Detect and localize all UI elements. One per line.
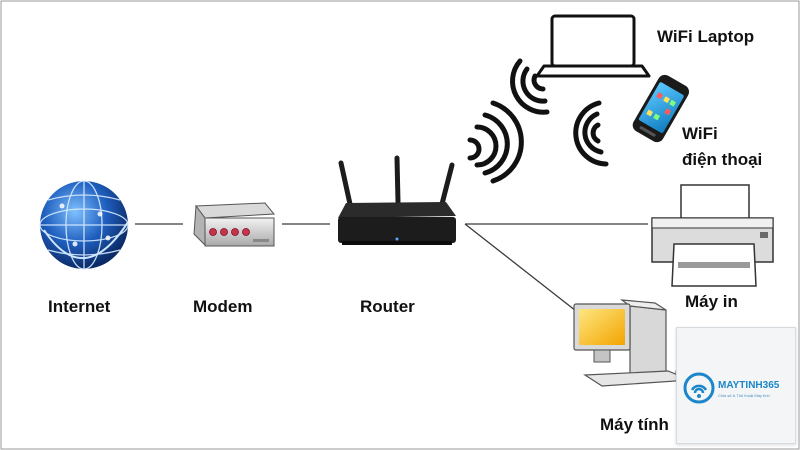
brand-logo-icon [683, 372, 715, 404]
link-router-computer [464, 223, 586, 319]
wifi-signal-icon [510, 58, 550, 115]
router-icon [338, 155, 456, 245]
computer-icon [573, 299, 693, 387]
printer-icon [651, 184, 774, 287]
laptop-icon [535, 14, 651, 78]
modem-icon [193, 202, 276, 247]
globe-icon [39, 180, 129, 270]
connections [135, 223, 648, 319]
watermark-logo: MAYTINH365 Chia sẻ & Thủ thuật Máy tính [676, 327, 796, 444]
wifi-phone-label-line2: điện thoại [682, 150, 763, 169]
wifi-laptop-label: WiFi Laptop [657, 27, 755, 46]
phone-icon [632, 74, 690, 143]
wifi-signal-icon [467, 100, 524, 184]
brand-tagline: Chia sẻ & Thủ thuật Máy tính [718, 393, 770, 398]
printer-label: Máy in [685, 292, 738, 311]
modem-label: Modem [193, 297, 253, 316]
wifi-signal-icon [573, 100, 609, 167]
internet-label: Internet [48, 297, 111, 316]
brand-name: MAYTINH365 [718, 380, 780, 391]
computer-label: Máy tính [600, 415, 669, 434]
router-label: Router [360, 297, 415, 316]
wifi-phone-label-line1: WiFi [682, 124, 718, 143]
